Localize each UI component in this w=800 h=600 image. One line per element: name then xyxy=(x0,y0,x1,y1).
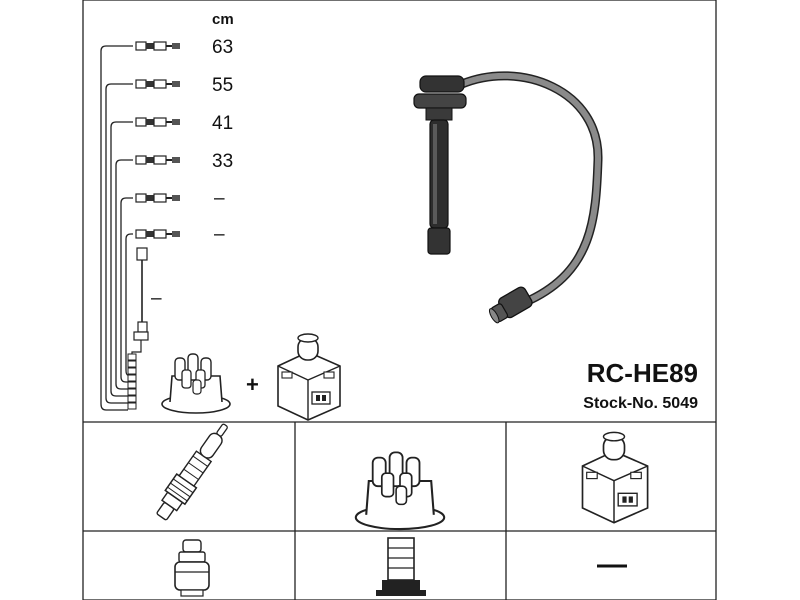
lead-length-label: 55 xyxy=(212,75,233,96)
frame xyxy=(82,0,717,600)
lead-harness xyxy=(100,45,133,411)
distributor-cap-icon xyxy=(161,353,231,414)
distributor-connector-icon xyxy=(376,537,426,596)
coil-connector-none: — xyxy=(597,548,627,581)
coil-lead xyxy=(131,247,149,354)
ignition-coil-icon xyxy=(277,333,341,421)
coil-lead-length-label: – xyxy=(151,288,162,309)
lead-plug-icon-1 xyxy=(135,41,181,51)
lead-plug-icon-3 xyxy=(135,117,181,127)
lead-plug-icon-6 xyxy=(135,229,181,239)
lead-plug-icon-4 xyxy=(135,155,181,165)
lead-length-label: – xyxy=(214,188,225,209)
spark-plug-icon xyxy=(156,423,228,521)
stock-number: Stock-No. 5049 xyxy=(583,395,698,412)
lead-length-label: – xyxy=(214,224,225,245)
model-number: RC-HE89 xyxy=(587,358,698,388)
unit-label: cm xyxy=(212,11,234,28)
lead-length-label: 33 xyxy=(212,151,233,172)
lead-length-label: 63 xyxy=(212,37,233,58)
lead-plug-icon-2 xyxy=(135,79,181,89)
plug-connector-icon xyxy=(174,539,210,597)
lead-plug-icon-5 xyxy=(135,193,181,203)
lead-length-label: 41 xyxy=(212,113,233,134)
lead-harness-terminals xyxy=(127,353,137,410)
plus-sign: + xyxy=(246,372,259,397)
ignition-lead-icon xyxy=(413,71,603,324)
distributor-cap-icon-large xyxy=(354,451,446,531)
ignition-coil-icon-large xyxy=(581,431,649,524)
